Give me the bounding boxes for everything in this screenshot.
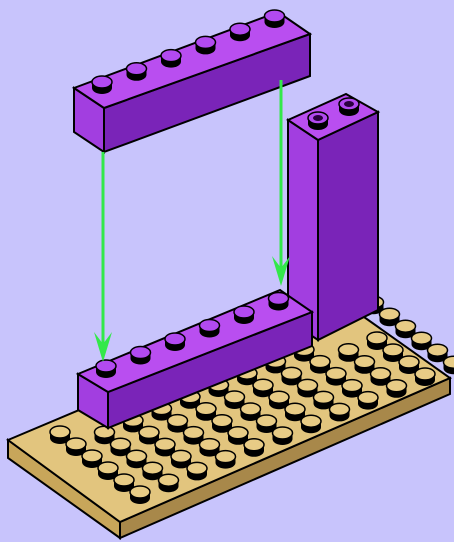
base-brick-stud [200,320,220,338]
pillar-side-face [318,112,378,340]
plate-stud [273,427,293,445]
plate-stud [358,392,378,410]
plate-stud [244,439,264,457]
plate-stud [216,451,236,469]
purple-pillar [288,94,378,340]
plate-stud [330,403,350,421]
plate-stud [159,474,179,492]
top-brick-stud [92,76,112,94]
plate-stud [301,415,321,433]
pillar-stud [308,112,328,130]
plate-stud [130,486,150,504]
base-brick-stud [234,306,254,324]
base-brick-stud [96,360,116,378]
plate-stud [387,380,407,398]
base-brick-stud [131,347,151,365]
top-brick-stud [265,10,285,28]
base-brick-stud [165,333,185,351]
top-brick-stud [127,63,147,81]
plate-stud [187,462,207,480]
top-brick-stud [196,36,216,54]
plate-stud [415,368,435,386]
top-brick-stud [230,23,250,41]
pillar-stud [339,98,359,116]
base-brick-stud [269,293,289,311]
top-brick-stud [161,50,181,68]
